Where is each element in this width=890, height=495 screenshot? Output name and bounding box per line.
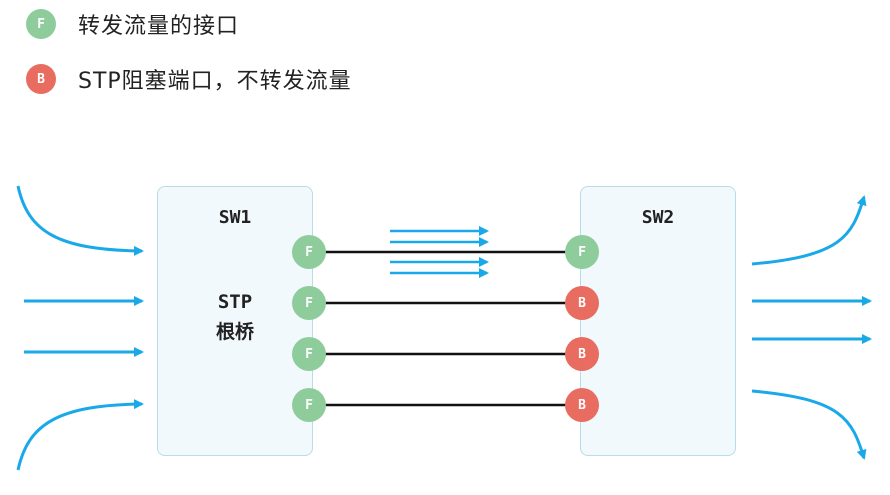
sw1-port-1: F <box>292 235 326 269</box>
legend-blocked: B STP阻塞端口，不转发流量 <box>26 63 352 95</box>
legend-blocked-text: STP阻塞端口，不转发流量 <box>78 69 352 94</box>
root-bridge-line2: 根桥 <box>215 321 254 343</box>
legend-forward-text: 转发流量的接口 <box>78 14 240 39</box>
forward-port-icon: F <box>26 9 56 39</box>
root-bridge-label: STP 根桥 <box>158 287 312 347</box>
sw2-port-1: F <box>565 235 599 269</box>
outgoing-arrow <box>751 195 867 266</box>
legend-forward: F 转发流量的接口 <box>26 8 239 40</box>
sw2-port-3: B <box>565 337 599 371</box>
switch-sw1-label: SW1 <box>218 207 252 228</box>
switch-sw2: SW2 <box>580 186 736 456</box>
sw2-port-4: B <box>565 388 599 422</box>
root-bridge-line1: STP <box>217 291 253 313</box>
switch-sw1: SW1 STP 根桥 <box>157 186 313 456</box>
blocked-port-icon: B <box>26 64 56 94</box>
switch-sw2-label: SW2 <box>641 207 675 228</box>
incoming-arrow <box>16 399 144 471</box>
sw1-port-4: F <box>292 388 326 422</box>
sw1-port-2: F <box>292 286 326 320</box>
outgoing-arrow <box>751 389 867 460</box>
sw2-port-2: B <box>565 286 599 320</box>
sw1-port-3: F <box>292 337 326 371</box>
incoming-arrow <box>16 185 144 256</box>
